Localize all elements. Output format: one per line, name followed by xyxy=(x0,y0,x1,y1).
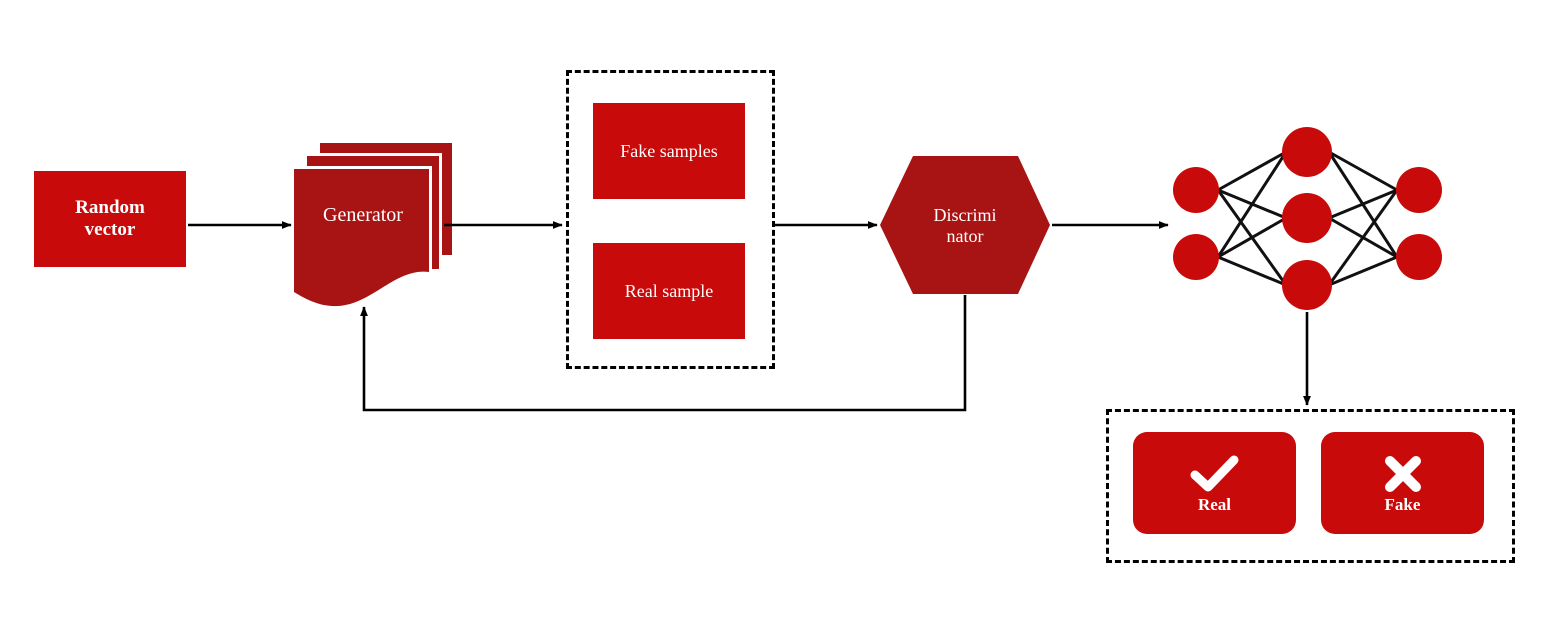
fake-verdict-card[interactable]: Fake xyxy=(1321,432,1484,534)
nn-output-node xyxy=(1396,234,1442,280)
samples-group-container xyxy=(566,70,775,369)
nn-hidden-node xyxy=(1282,260,1332,310)
nn-input-node xyxy=(1173,234,1219,280)
nn-hidden-node xyxy=(1282,193,1332,243)
verdict-group-container xyxy=(1106,409,1515,563)
real-verdict-label: Real xyxy=(1197,494,1232,514)
random-vector-box[interactable] xyxy=(34,171,186,267)
neural-network-edges xyxy=(1216,150,1399,287)
discriminator-shape[interactable] xyxy=(880,156,1050,294)
edge-feedback-loop xyxy=(360,295,967,412)
generator-shape[interactable] xyxy=(291,140,455,307)
nn-output-node xyxy=(1396,167,1442,213)
fake-verdict-label: Fake xyxy=(1384,494,1421,514)
fake-samples-box[interactable] xyxy=(593,103,745,199)
nn-hidden-node xyxy=(1282,127,1332,177)
nn-input-node xyxy=(1173,167,1219,213)
cross-icon xyxy=(1384,455,1421,492)
real-verdict-card[interactable]: Real xyxy=(1133,432,1296,534)
neural-network-nodes[interactable] xyxy=(1173,127,1442,310)
check-icon xyxy=(1190,455,1238,491)
real-sample-box[interactable] xyxy=(593,243,745,339)
